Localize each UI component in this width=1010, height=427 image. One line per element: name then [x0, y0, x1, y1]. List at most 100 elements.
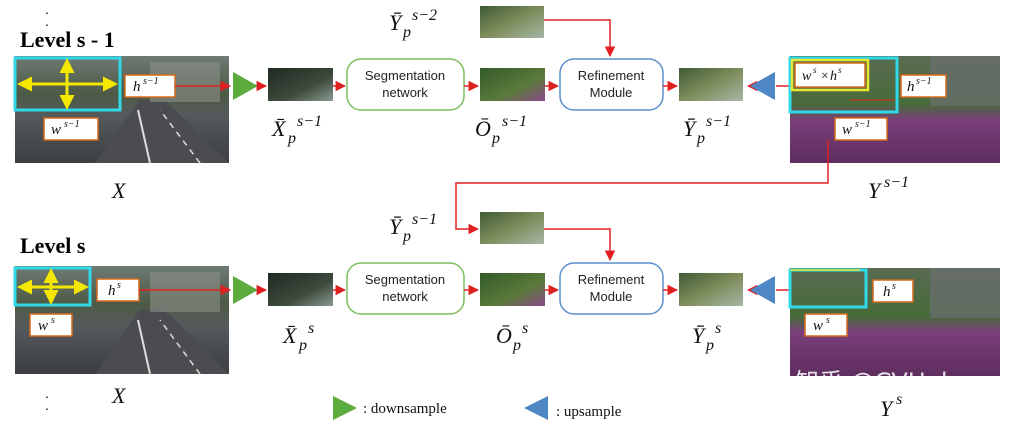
tag-w-right-top: w s−1	[834, 117, 888, 141]
svg-text:h: h	[108, 283, 116, 299]
tag-h-top: h s−1	[124, 74, 176, 98]
svg-text:s: s	[838, 65, 842, 75]
ellipsis-bottom: .	[45, 385, 49, 401]
svg-text:p: p	[696, 130, 705, 147]
svg-text:s−1: s−1	[884, 174, 909, 191]
patch-op-top	[480, 68, 545, 101]
patch-yp-prev-bottom	[480, 212, 544, 244]
legend-downsample-icon	[333, 396, 357, 420]
tag-h-bottom: h s	[96, 278, 140, 302]
downsample-triangle-top	[233, 72, 258, 100]
label-yp-prev-top: Ȳ	[389, 10, 404, 35]
patch-xp-top	[268, 68, 333, 101]
svg-text:p: p	[402, 24, 411, 41]
arrow-prev-to-ref-top	[544, 19, 616, 58]
svg-text:w: w	[842, 122, 852, 138]
legend-upsample-label: : upsample	[556, 404, 622, 420]
svg-text:p: p	[705, 337, 714, 354]
watermark: 知乎 @CVHub	[795, 368, 956, 396]
tag-w-top: w s−1	[43, 117, 99, 141]
svg-text:s: s	[813, 65, 817, 75]
label-xp-bottom: X̄	[282, 323, 298, 348]
svg-text:s: s	[308, 320, 314, 337]
segmentation-network-bottom: Segmentation network	[346, 262, 465, 315]
svg-text:h: h	[907, 79, 915, 95]
tag-h-right-bottom: h s	[872, 279, 914, 303]
svg-text:p: p	[402, 228, 411, 245]
segmentation-network-top: Segmentation network	[346, 58, 465, 111]
patch-op-bottom	[480, 273, 545, 306]
label-x-top: X	[111, 178, 127, 203]
patch-yp-bottom	[679, 273, 743, 306]
svg-text:w: w	[51, 122, 61, 138]
svg-text:s−1: s−1	[143, 76, 159, 87]
upsample-triangle-top	[750, 72, 775, 100]
svg-text:Segmentation: Segmentation	[365, 68, 445, 83]
level-label-top: Level s - 1	[20, 27, 115, 52]
label-yp-top: Ȳ	[683, 116, 698, 141]
patch-xp-bottom	[268, 273, 333, 306]
svg-text:s−1: s−1	[412, 211, 437, 228]
svg-text:w: w	[813, 318, 823, 334]
svg-text:h: h	[133, 79, 141, 95]
downsample-triangle-bottom	[233, 276, 258, 304]
label-xp-top: X̄	[271, 116, 287, 141]
svg-text:w: w	[38, 318, 48, 334]
tag-w-right-bottom: w s	[804, 313, 848, 337]
label-op-bottom: Ō	[496, 323, 512, 348]
svg-text:s: s	[826, 315, 830, 326]
patch-yp-top	[679, 68, 743, 101]
crop-region-output-top	[788, 56, 899, 114]
refinement-module-top: Refinement Module	[559, 58, 664, 111]
arrow-feedback	[455, 140, 829, 235]
svg-text:s: s	[117, 280, 121, 291]
svg-text:Module: Module	[590, 289, 633, 304]
svg-text:s−1: s−1	[706, 113, 731, 130]
svg-text:Refinement: Refinement	[578, 68, 645, 83]
level-label-bottom: Level s	[20, 233, 86, 258]
svg-text:s−1: s−1	[855, 119, 871, 130]
svg-text:Module: Module	[590, 85, 633, 100]
svg-text:Segmentation: Segmentation	[365, 272, 445, 287]
svg-text:s: s	[51, 315, 55, 326]
patch-yp-prev-top	[480, 6, 544, 38]
svg-text:.: .	[45, 397, 49, 413]
label-y-bottom: Y	[880, 396, 895, 421]
tag-h-right-top: h s−1	[900, 74, 947, 98]
input-image-top	[13, 56, 229, 164]
label-op-top: Ō	[475, 116, 491, 141]
svg-text:p: p	[512, 337, 521, 354]
upsample-triangle-bottom	[750, 276, 775, 304]
svg-text:network: network	[382, 85, 428, 100]
svg-text:s−1: s−1	[916, 76, 932, 87]
svg-text:s: s	[896, 391, 902, 408]
svg-text:p: p	[298, 337, 307, 354]
svg-text:s: s	[715, 320, 721, 337]
svg-text:s: s	[892, 281, 896, 292]
ellipsis-top: .	[45, 1, 49, 17]
svg-text:s−1: s−1	[64, 119, 80, 130]
svg-text:p: p	[491, 130, 500, 147]
legend-upsample-icon	[524, 396, 548, 420]
tag-w-bottom: w s	[29, 313, 73, 337]
label-yp-prev-bottom: Ȳ	[389, 214, 404, 239]
svg-text:Refinement: Refinement	[578, 272, 645, 287]
label-y-top: Y	[868, 178, 883, 203]
svg-text:h: h	[883, 284, 891, 300]
tag-wh-top: w s × h s	[794, 62, 866, 88]
label-yp-bottom: Ȳ	[692, 323, 707, 348]
svg-text:h: h	[830, 69, 837, 84]
svg-text:p: p	[287, 130, 296, 147]
refinement-module-bottom: Refinement Module	[559, 262, 664, 315]
label-x-bottom: X	[111, 383, 127, 408]
svg-text:s−2: s−2	[412, 7, 437, 24]
svg-text:s−1: s−1	[502, 113, 527, 130]
svg-text:s: s	[522, 320, 528, 337]
svg-text:s−1: s−1	[297, 113, 322, 130]
svg-text:w: w	[802, 69, 812, 84]
arrow-prev-to-ref-bottom	[544, 228, 616, 262]
svg-text:network: network	[382, 289, 428, 304]
svg-text:.: .	[45, 13, 49, 29]
legend-downsample-label: : downsample	[363, 401, 447, 417]
